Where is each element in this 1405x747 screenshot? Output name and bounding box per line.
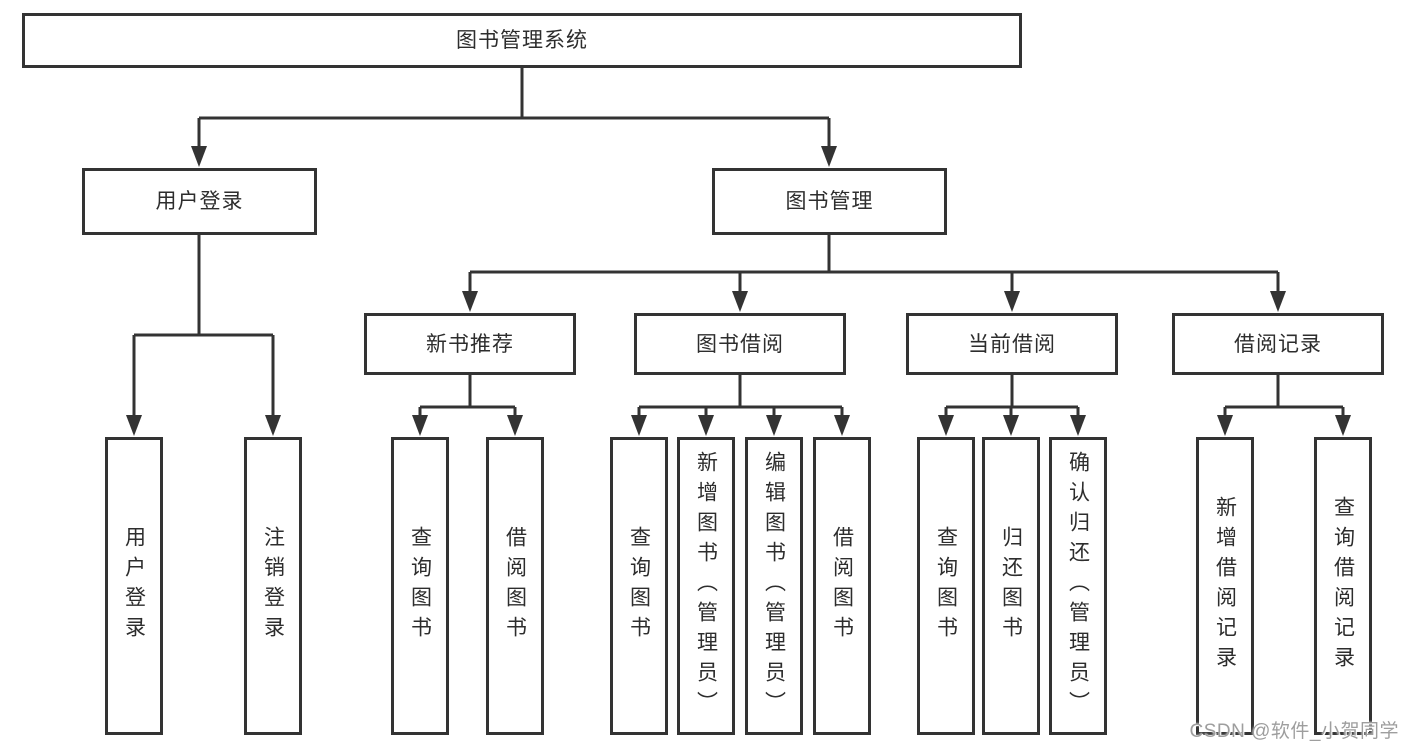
node-label: 新增借阅记录 xyxy=(1213,496,1237,676)
node-user-login: 用户登录 xyxy=(82,168,317,235)
arrow-down-icon xyxy=(732,291,748,312)
node-label: 查询图书 xyxy=(627,526,651,646)
node-label: 确认归还（管理员） xyxy=(1066,451,1090,721)
arrow-down-icon xyxy=(1070,415,1086,436)
node-leaf-query-book-3: 查询图书 xyxy=(917,437,975,735)
arrow-down-icon xyxy=(938,415,954,436)
arrow-down-icon xyxy=(1003,415,1019,436)
node-leaf-logout: 注销登录 xyxy=(244,437,302,735)
arrow-down-icon xyxy=(126,415,142,436)
node-label: 查询图书 xyxy=(408,526,432,646)
node-label: 图书管理 xyxy=(785,190,874,213)
arrow-down-icon xyxy=(412,415,428,436)
node-leaf-add-borrow-record: 新增借阅记录 xyxy=(1196,437,1254,735)
arrow-down-icon xyxy=(1335,415,1351,436)
node-label: 用户登录 xyxy=(155,190,244,213)
node-label: 借阅记录 xyxy=(1234,332,1322,356)
node-label: 新增图书（管理员） xyxy=(694,451,718,721)
arrow-down-icon xyxy=(1270,291,1286,312)
node-label: 查询图书 xyxy=(934,526,958,646)
node-label: 图书借阅 xyxy=(696,332,784,356)
node-label: 注销登录 xyxy=(261,526,285,646)
node-label: 编辑图书（管理员） xyxy=(762,451,786,721)
node-leaf-confirm-return-admin: 确认归还（管理员） xyxy=(1049,437,1107,735)
node-new-book-recommend: 新书推荐 xyxy=(364,313,576,375)
arrow-down-icon xyxy=(834,415,850,436)
node-label: 借阅图书 xyxy=(830,526,854,646)
node-leaf-query-borrow-record: 查询借阅记录 xyxy=(1314,437,1372,735)
node-leaf-return-book: 归还图书 xyxy=(982,437,1040,735)
node-leaf-user-login: 用户登录 xyxy=(105,437,163,735)
node-label: 当前借阅 xyxy=(968,332,1056,356)
arrow-down-icon xyxy=(507,415,523,436)
arrow-down-icon xyxy=(821,146,837,167)
arrow-down-icon xyxy=(631,415,647,436)
arrow-down-icon xyxy=(1004,291,1020,312)
node-root-system: 图书管理系统 xyxy=(22,13,1022,68)
arrow-down-icon xyxy=(191,146,207,167)
node-label: 用户登录 xyxy=(122,526,146,646)
node-leaf-add-book-admin: 新增图书（管理员） xyxy=(677,437,735,735)
node-label: 查询借阅记录 xyxy=(1331,496,1355,676)
arrow-down-icon xyxy=(265,415,281,436)
node-leaf-query-book-2: 查询图书 xyxy=(610,437,668,735)
node-label: 借阅图书 xyxy=(503,526,527,646)
arrow-down-icon xyxy=(766,415,782,436)
node-leaf-borrow-book: 借阅图书 xyxy=(486,437,544,735)
node-label: 归还图书 xyxy=(999,526,1023,646)
node-label: 图书管理系统 xyxy=(456,29,588,52)
connector-path xyxy=(132,68,1345,416)
node-book-management: 图书管理 xyxy=(712,168,947,235)
node-current-borrowing: 当前借阅 xyxy=(906,313,1118,375)
node-leaf-edit-book-admin: 编辑图书（管理员） xyxy=(745,437,803,735)
watermark-text: CSDN @软件_小贺同学 xyxy=(1189,721,1399,742)
arrow-down-icon xyxy=(462,291,478,312)
node-borrowing-records: 借阅记录 xyxy=(1172,313,1384,375)
node-book-borrowing: 图书借阅 xyxy=(634,313,846,375)
node-leaf-borrow-book-2: 借阅图书 xyxy=(813,437,871,735)
arrow-down-icon xyxy=(1217,415,1233,436)
node-label: 新书推荐 xyxy=(426,332,514,356)
node-leaf-query-book: 查询图书 xyxy=(391,437,449,735)
arrow-down-icon xyxy=(698,415,714,436)
arrowheads xyxy=(126,146,1351,436)
